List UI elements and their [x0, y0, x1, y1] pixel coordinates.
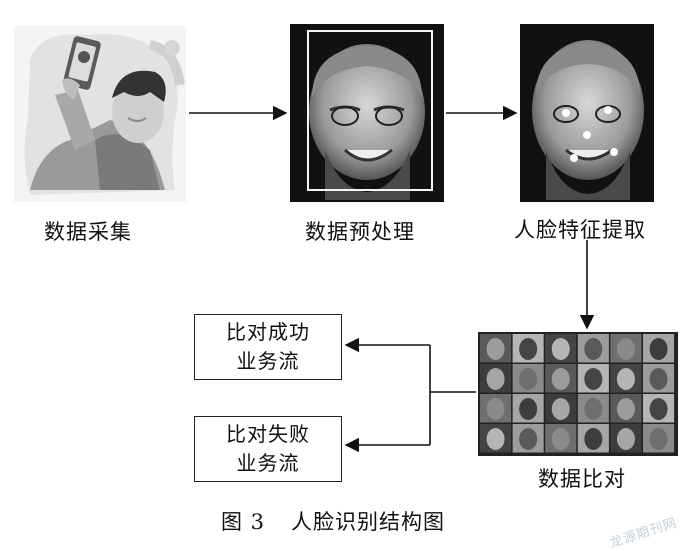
success-line-1: 比对成功 [226, 320, 310, 344]
face-tile-face [551, 368, 570, 390]
face-grid [478, 332, 678, 456]
face-tile-face [486, 398, 505, 420]
face-tile-face [616, 428, 635, 450]
face-tile-face [551, 398, 570, 420]
face-tile-face [616, 338, 635, 360]
preprocess-label: 数据预处理 [305, 220, 415, 244]
face-tile-face [519, 368, 538, 390]
face-tile-face [486, 338, 505, 360]
face-tile-face [551, 338, 570, 360]
compare-label: 数据比对 [538, 467, 626, 491]
success-line-2: 业务流 [236, 349, 300, 373]
face-tile-face [486, 368, 505, 390]
selfie-illustration [14, 26, 186, 202]
face-tile-face [584, 368, 603, 390]
face-tile-face [649, 428, 668, 450]
feature-portrait [520, 24, 654, 202]
capture-label: 数据采集 [44, 220, 132, 244]
face-tile-face [616, 398, 635, 420]
features-label: 人脸特征提取 [514, 218, 646, 242]
face-tile-face [486, 428, 505, 450]
figure-caption: 图 3 人脸识别结构图 [221, 506, 445, 536]
face-tile-face [519, 398, 538, 420]
face-tile-face [584, 428, 603, 450]
face-tile-face [616, 368, 635, 390]
face-tile-face [519, 338, 538, 360]
face-tile-face [649, 368, 668, 390]
figure-title: 人脸识别结构图 [291, 510, 446, 534]
face-tile-face [584, 338, 603, 360]
face-tile-face [649, 338, 668, 360]
face-tile-face [649, 398, 668, 420]
face-tile-face [519, 428, 538, 450]
figure-number: 图 3 [221, 510, 266, 534]
preprocess-portrait [290, 24, 444, 202]
failure-line-2: 业务流 [236, 451, 300, 475]
face-tile-face [551, 428, 570, 450]
success-box: 比对成功 业务流 [194, 314, 342, 380]
face-tile-face [584, 398, 603, 420]
failure-box: 比对失败 业务流 [194, 416, 342, 482]
failure-line-1: 比对失败 [226, 422, 310, 446]
